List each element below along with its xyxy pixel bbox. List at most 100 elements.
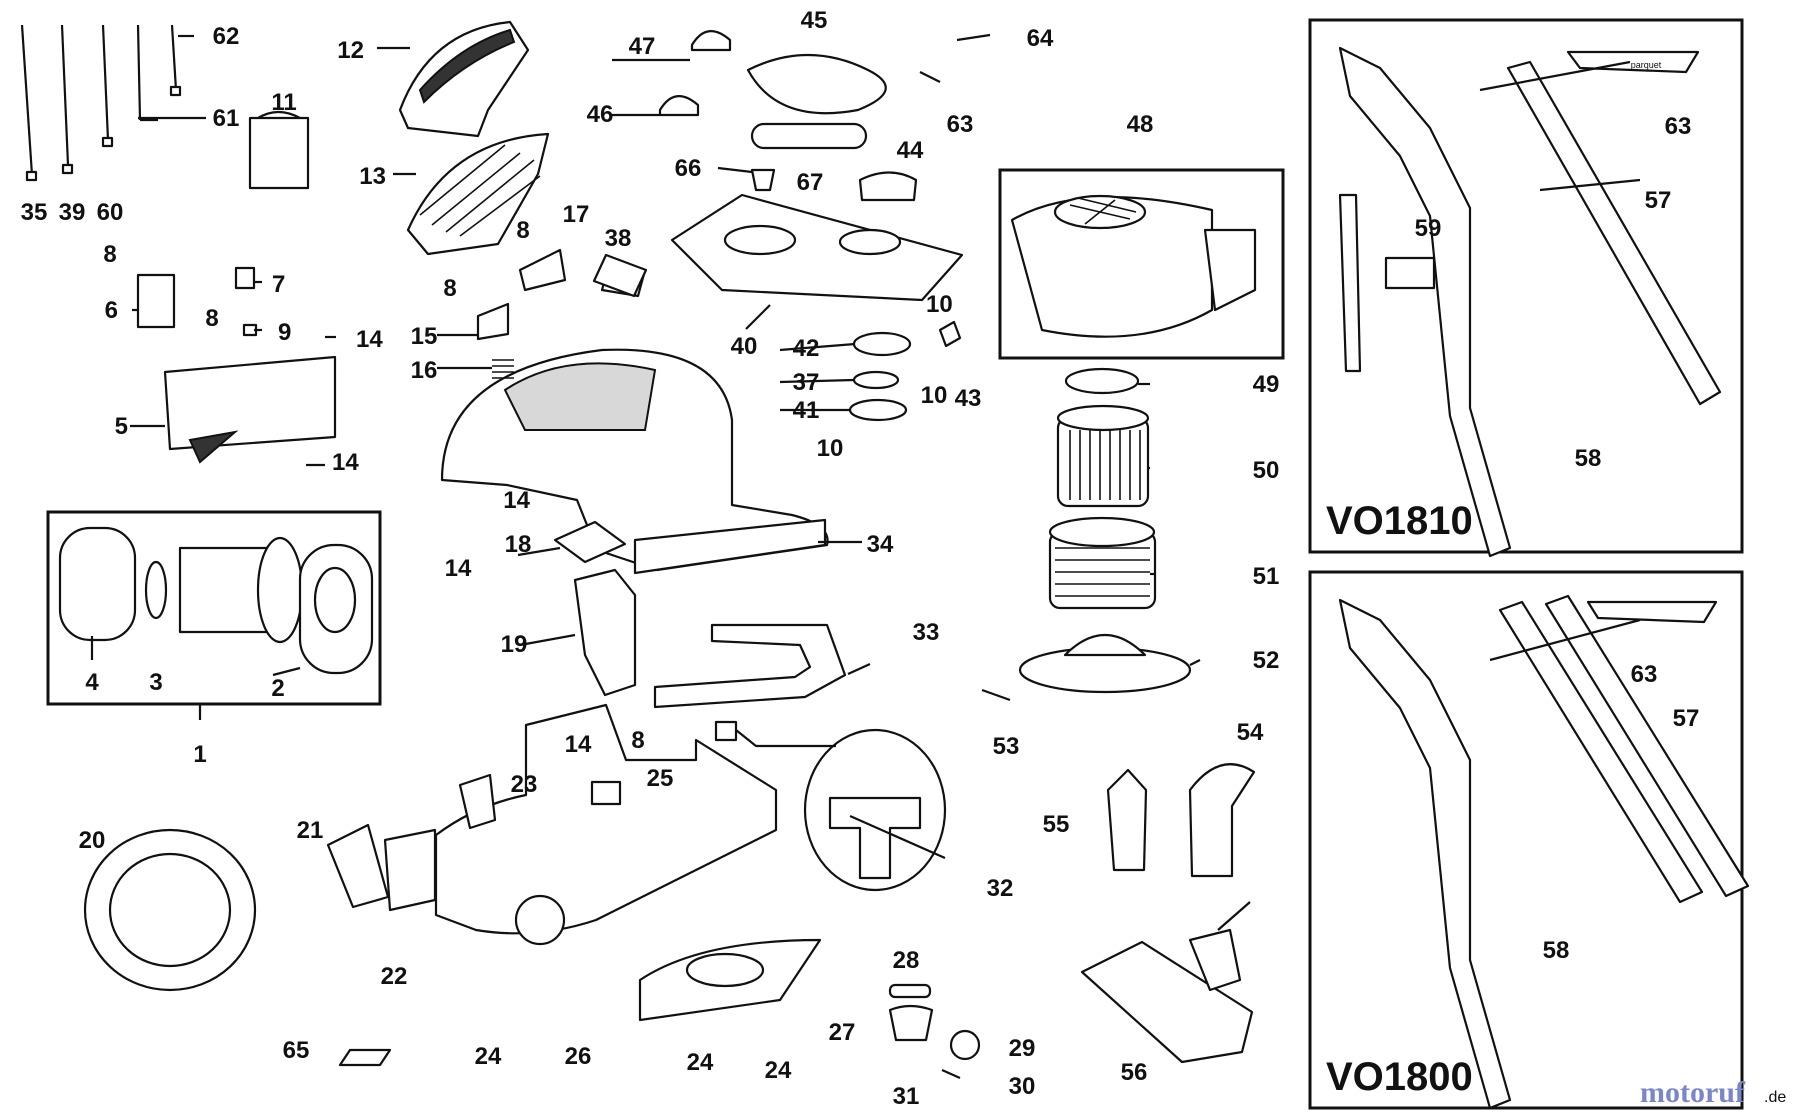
parquet-strip-label: parquet [1631, 60, 1662, 70]
callout-51: 51 [1253, 563, 1280, 590]
model-label-vo1810: VO1810 [1326, 499, 1473, 543]
callout-34: 34 [867, 531, 894, 558]
leader-lines [90, 33, 1641, 860]
motor-group-parts [58, 526, 374, 675]
callout-29: 29 [1009, 1035, 1036, 1062]
callout-55: 55 [1043, 811, 1070, 838]
motor-group-frame [46, 510, 382, 706]
callout-27: 27 [829, 1019, 856, 1046]
callout-63c: 63 [1631, 661, 1658, 688]
model-box-vo1800 [1308, 570, 1744, 1110]
main-housing-top [440, 348, 829, 575]
callout-7: 7 [272, 271, 285, 298]
callout-43: 43 [955, 385, 982, 412]
callout-1: 1 [193, 741, 206, 768]
container-parts [1010, 194, 1257, 338]
callout-61: 61 [213, 105, 240, 132]
nozzle-parts [1080, 763, 1256, 1064]
callout-6: 6 [105, 297, 118, 324]
upper-cover-parts [398, 20, 550, 256]
callout-30: 30 [1009, 1073, 1036, 1100]
callout-31: 31 [893, 1083, 920, 1110]
callout-10c: 10 [817, 435, 844, 462]
callout-57a: 57 [1645, 187, 1672, 214]
callout-47: 47 [629, 33, 656, 60]
callout-58a: 58 [1575, 445, 1602, 472]
callout-8a: 8 [103, 241, 116, 268]
callout-14e: 14 [565, 731, 592, 758]
callout-46: 46 [587, 101, 614, 128]
callout-38: 38 [605, 225, 632, 252]
callout-12: 12 [337, 37, 364, 64]
callout-13: 13 [359, 163, 386, 190]
valve-parts [848, 320, 962, 422]
callout-63b: 63 [1665, 113, 1692, 140]
callout-56: 56 [1121, 1059, 1148, 1086]
callout-23: 23 [511, 771, 538, 798]
callout-40: 40 [731, 333, 758, 360]
callout-67: 67 [797, 169, 824, 196]
callout-58b: 58 [1543, 937, 1570, 964]
callout-15: 15 [411, 323, 438, 350]
callout-25: 25 [647, 765, 674, 792]
callout-26: 26 [565, 1043, 592, 1070]
callout-50: 50 [1253, 457, 1280, 484]
callout-8e: 8 [631, 727, 644, 754]
callout-19: 19 [501, 631, 528, 658]
callout-62: 62 [213, 23, 240, 50]
callout-24a: 24 [475, 1043, 502, 1070]
left-upper-parts [136, 110, 337, 464]
callout-39: 39 [59, 199, 86, 226]
callout-45: 45 [801, 7, 828, 34]
model-box-vo1810 [1308, 18, 1744, 554]
callout-33: 33 [913, 619, 940, 646]
filter-stack [981, 367, 1192, 702]
sheet-and-band [592, 253, 847, 709]
top-tray-parts [658, 30, 964, 302]
callout-24b: 24 [687, 1049, 714, 1076]
callout-65: 65 [283, 1037, 310, 1064]
callout-21: 21 [297, 817, 324, 844]
callout-labels: 1 2 3 4 5 6 7 8 8 8 8 8 9 10 10 10 11 12… [21, 7, 1700, 1110]
callout-32: 32 [987, 875, 1014, 902]
callout-10b: 10 [921, 382, 948, 409]
callout-18: 18 [505, 531, 532, 558]
callout-42: 42 [793, 335, 820, 362]
watermark-text: motoruf [1640, 1076, 1746, 1109]
callout-63a: 63 [947, 111, 974, 138]
callout-48: 48 [1127, 111, 1154, 138]
callout-59: 59 [1415, 215, 1442, 242]
vo1810-accessories [1338, 46, 1722, 558]
callout-14c: 14 [503, 487, 530, 514]
callout-52: 52 [1253, 647, 1280, 674]
callout-60: 60 [97, 199, 124, 226]
callout-37: 37 [793, 369, 820, 396]
callout-17: 17 [563, 201, 590, 228]
callout-53: 53 [993, 733, 1020, 760]
vo1800-accessories [1338, 594, 1750, 1110]
callout-8b: 8 [205, 305, 218, 332]
watermark-suffix: .de [1764, 1089, 1786, 1106]
callout-20: 20 [79, 827, 106, 854]
watermark-logo: motoruf .de [1640, 1076, 1786, 1109]
callout-9: 9 [278, 319, 291, 346]
lower-base-parts [83, 703, 981, 1080]
container-frame [998, 168, 1285, 360]
callout-41: 41 [793, 397, 820, 424]
callout-49: 49 [1253, 371, 1280, 398]
callout-14b: 14 [332, 449, 359, 476]
callout-14a: 14 [356, 326, 383, 353]
callout-24c: 24 [765, 1057, 792, 1084]
callout-10a: 10 [926, 291, 953, 318]
callout-11: 11 [271, 89, 296, 116]
callout-54: 54 [1237, 719, 1264, 746]
callout-44: 44 [897, 137, 924, 164]
callout-28: 28 [893, 947, 920, 974]
callout-16: 16 [411, 357, 438, 384]
callout-66: 66 [675, 155, 702, 182]
callout-5: 5 [115, 413, 128, 440]
callout-64: 64 [1027, 25, 1054, 52]
callout-22: 22 [381, 963, 408, 990]
callout-8d: 8 [516, 217, 529, 244]
